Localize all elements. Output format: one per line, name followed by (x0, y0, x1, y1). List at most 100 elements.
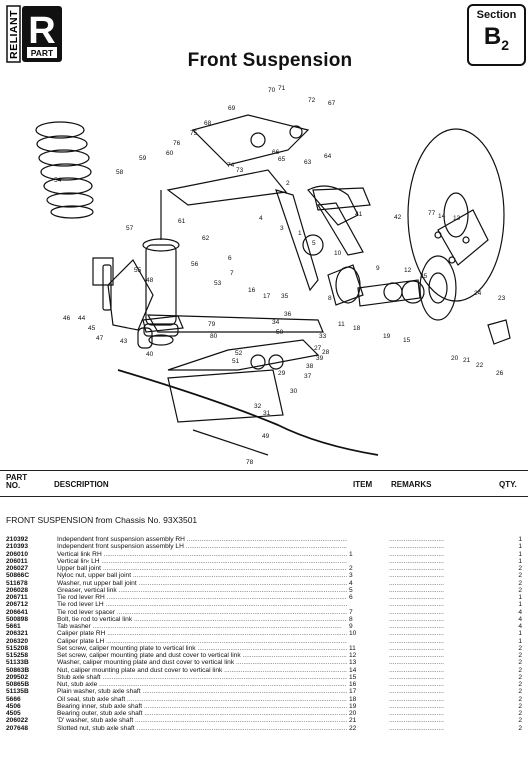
callout-71: 71 (278, 85, 286, 92)
part-number: 5661 (6, 623, 21, 630)
quantity: 1 (518, 637, 522, 645)
quantity: 1 (518, 550, 522, 558)
part-number: 50863B (6, 666, 30, 674)
remarks: .............................. (389, 702, 444, 710)
callout-labels: 1 2 3 4 5 6 7 8 9 10 11 12 13 14 15 16 1… (54, 85, 506, 466)
part-number: 206641 (6, 608, 29, 616)
part-description: Vertical link RH (57, 551, 347, 558)
quantity: 2 (518, 565, 522, 572)
table-row: 206022'D' washer, stub axle shaft21.....… (6, 717, 526, 724)
remarks: .............................. (389, 543, 444, 551)
brand-badge-text: PART (31, 48, 54, 58)
remarks: .............................. (389, 666, 444, 674)
part-number: 515208 (6, 644, 29, 652)
item-number: 8 (349, 615, 353, 623)
part-number: 206011 (6, 557, 28, 565)
part-number: 4505 (6, 710, 21, 717)
part-description: Independent front suspension assembly LH (57, 543, 347, 550)
callout-10: 10 (334, 250, 342, 257)
callout-7: 7 (230, 270, 234, 277)
header-bottom-rule (0, 496, 528, 497)
item-number: 16 (349, 681, 357, 688)
remarks: .............................. (389, 586, 444, 594)
callout-32: 32 (254, 403, 262, 410)
remarks: .............................. (389, 608, 444, 616)
remarks: .............................. (389, 688, 444, 696)
callout-20: 20 (451, 355, 459, 362)
callout-62: 62 (202, 235, 210, 242)
callout-8: 8 (328, 295, 332, 302)
remarks: .............................. (389, 572, 444, 580)
stub-axle-hub-drawing (357, 255, 511, 345)
callout-59: 59 (139, 155, 147, 162)
part-number: 206711 (6, 594, 28, 601)
quantity: 2 (518, 652, 522, 659)
section-letter: B (483, 23, 502, 50)
callout-48: 48 (146, 277, 154, 284)
callout-28: 28 (322, 349, 330, 356)
table-header: PART NO. DESCRIPTION ITEM REMARKS QTY. (0, 474, 528, 496)
callout-76: 76 (173, 140, 181, 147)
callout-57: 57 (126, 225, 134, 232)
callout-14: 14 (438, 213, 446, 220)
item-number: 10 (349, 630, 357, 638)
part-description: Tab washer (57, 623, 347, 630)
mounting-bracket-drawing (92, 257, 154, 331)
part-description: Plain washer, stub axle shaft (57, 688, 347, 695)
part-description: Independent front suspension assembly RH (57, 536, 347, 543)
remarks: .............................. (389, 659, 444, 667)
callout-3: 3 (280, 225, 284, 232)
quantity: 2 (518, 717, 522, 725)
callout-30: 30 (290, 388, 298, 395)
part-number: 511678 (6, 579, 28, 587)
callout-67: 67 (328, 100, 336, 107)
part-description: Nyloc nut, upper ball joint (57, 572, 347, 579)
reliant-parts-logo: RELIANT R PART (6, 5, 62, 63)
section-badge: Section B2 (467, 4, 526, 66)
callout-18: 18 (353, 325, 361, 332)
remarks: .............................. (389, 717, 444, 725)
callout-51: 51 (232, 358, 240, 365)
callout-2: 2 (286, 180, 290, 187)
callout-36: 36 (284, 311, 292, 318)
callout-37: 37 (304, 373, 312, 380)
remarks: .............................. (389, 644, 444, 652)
callout-26: 26 (496, 370, 504, 377)
quantity: 1 (518, 557, 522, 565)
callout-17: 17 (263, 293, 271, 300)
remarks: .............................. (389, 724, 444, 732)
part-number: 5666 (6, 695, 21, 703)
part-description: Nut, caliper mounting plate and dust cov… (57, 667, 347, 674)
callout-29: 29 (278, 370, 286, 377)
callout-80: 80 (210, 333, 218, 340)
callout-31: 31 (263, 410, 271, 417)
quantity: 2 (518, 710, 522, 717)
callout-75: 75 (190, 130, 198, 137)
callout-66: 66 (272, 149, 280, 156)
part-description: Slotted nut, stub axle shaft (57, 725, 347, 732)
part-description: Tie rod lever LH (57, 601, 347, 608)
table-row: 50863B Nut, caliper mounting plate and du… (6, 667, 526, 674)
remarks: .............................. (389, 536, 444, 543)
callout-63: 63 (304, 159, 312, 166)
quantity: 1 (518, 630, 522, 638)
quantity: 1 (518, 594, 522, 601)
col-remarks: REMARKS (391, 480, 432, 489)
item-number: 17 (349, 688, 357, 696)
part-description: 'D' washer, stub axle shaft (57, 717, 347, 724)
quantity: 4 (518, 608, 522, 616)
callout-33: 33 (319, 333, 327, 340)
quantity: 1 (518, 543, 522, 551)
col-item: ITEM (353, 480, 373, 489)
part-description: Nut, stub axle (57, 681, 347, 688)
callout-24: 24 (474, 290, 482, 297)
quantity: 1 (518, 536, 522, 543)
callout-55: 55 (134, 267, 142, 274)
section-label: Section (476, 9, 517, 21)
